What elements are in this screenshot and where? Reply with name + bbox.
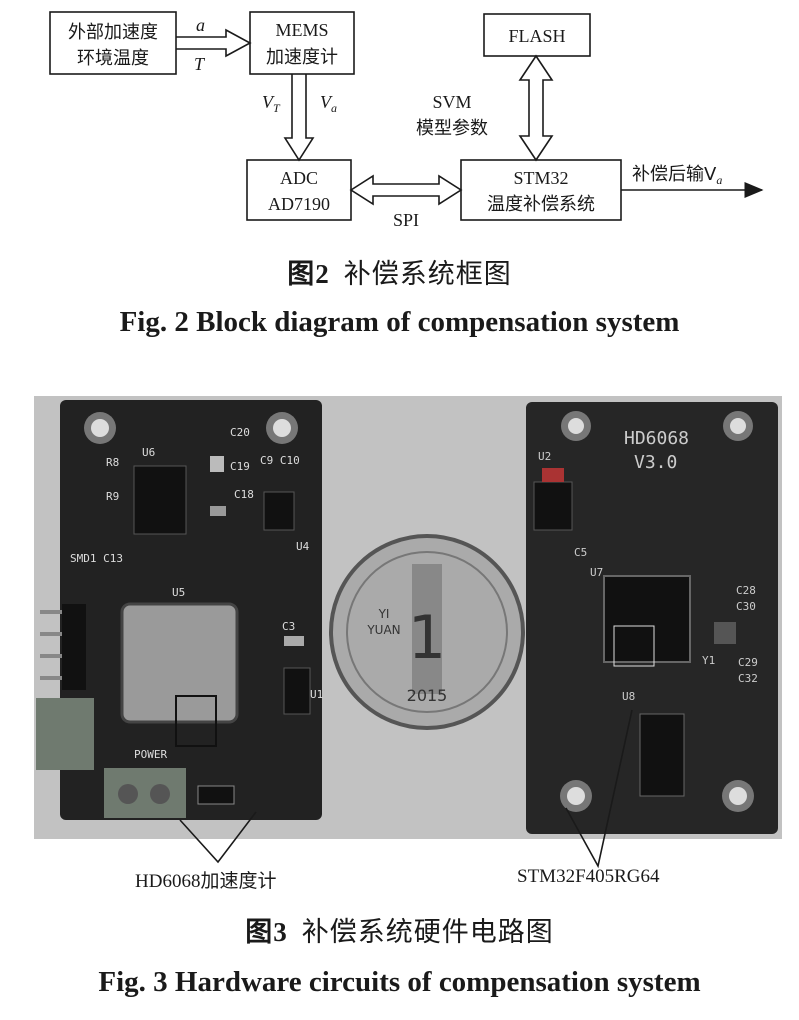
silk-u1: U1 <box>310 688 323 701</box>
coin-yi: YI <box>378 607 390 621</box>
photo-illustration: U6 U5 U4 U1 C3 POWER SMD1 C13 C9 C10 C19… <box>34 396 782 839</box>
svm-line1: SVM <box>432 92 471 112</box>
silk-c20: C20 <box>230 426 250 439</box>
silk-c19: C19 <box>230 460 250 473</box>
silk-u2: U2 <box>538 450 551 463</box>
external-line1: 外部加速度 <box>68 22 158 43</box>
svm-line2: 模型参数 <box>416 118 488 139</box>
coin-digit: 1 <box>408 603 446 673</box>
silk-smd: SMD1 C13 <box>70 552 123 565</box>
input-arrow <box>176 28 252 58</box>
bottom-terminal <box>104 768 186 818</box>
spi-arrow <box>349 174 463 206</box>
stm32-line1: STM32 <box>513 168 568 188</box>
mcu-label: STM32F405RG64 <box>517 866 660 887</box>
silk-power: POWER <box>134 748 167 761</box>
silk-r8: R8 <box>106 456 119 469</box>
silk-c30: C30 <box>736 600 756 613</box>
left-terminal <box>36 698 94 770</box>
silk-u8: U8 <box>622 690 635 703</box>
accelerometer-label: HD6068加速度计 <box>135 871 277 892</box>
signal-vt: VT <box>262 92 281 115</box>
block-diagram: 外部加速度 环境温度 MEMS 加速度计 FLASH ADC AD7190 ST… <box>49 11 764 230</box>
adc-line1: ADC <box>280 168 318 188</box>
stm32-line2: 温度补偿系统 <box>487 194 595 215</box>
external-line2: 环境温度 <box>77 48 149 69</box>
signal-t: T <box>194 54 206 74</box>
silk-c3: C3 <box>282 620 295 633</box>
silk-c29: C29 <box>738 656 758 669</box>
u8-chip <box>639 713 685 797</box>
silk-u6: U6 <box>142 446 155 459</box>
silk-c18: C18 <box>234 488 254 501</box>
u6-chip <box>133 465 187 535</box>
silk-u5: U5 <box>172 586 185 599</box>
silk-c5: C5 <box>574 546 587 559</box>
flash-stm32-arrow <box>518 54 554 162</box>
label-leader-lines <box>179 709 633 869</box>
external-input-box <box>49 11 177 75</box>
mems-line2: 加速度计 <box>266 47 338 68</box>
silk-u7: U7 <box>590 566 603 579</box>
silk-version: V3.0 <box>634 452 677 473</box>
output-label: 补偿后输Va <box>632 164 722 187</box>
spi-label: SPI <box>393 210 419 230</box>
u2-regulator <box>533 481 573 531</box>
flash-box <box>483 13 591 57</box>
silk-model: HD6068 <box>624 428 689 449</box>
signal-a: a <box>196 15 205 35</box>
coin-yuan: YUAN <box>366 623 400 637</box>
u5-sensor-module <box>120 602 239 724</box>
silk-r9: R9 <box>106 490 119 503</box>
fig2-caption-en: Fig. 2 Block diagram of compensation sys… <box>119 306 680 338</box>
mems-adc-arrow <box>283 74 315 162</box>
mems-line1: MEMS <box>275 20 328 40</box>
adc-line2: AD7190 <box>268 194 330 214</box>
u7-mcu <box>603 575 691 663</box>
silk-y1: Y1 <box>702 654 715 667</box>
silk-u4: U4 <box>296 540 310 553</box>
silk-c28: C28 <box>736 584 756 597</box>
signal-va: Va <box>320 92 337 115</box>
silk-c32: C32 <box>738 672 758 685</box>
flash-label: FLASH <box>508 26 565 46</box>
u4-chip <box>263 491 295 531</box>
hardware-photo: U6 U5 U4 U1 C3 POWER SMD1 C13 C9 C10 C19… <box>34 396 782 839</box>
silk-c9c10: C9 C10 <box>260 454 300 467</box>
fig3-caption-en: Fig. 3 Hardware circuits of compensation… <box>98 966 701 998</box>
coin-year: 2015 <box>407 686 448 705</box>
